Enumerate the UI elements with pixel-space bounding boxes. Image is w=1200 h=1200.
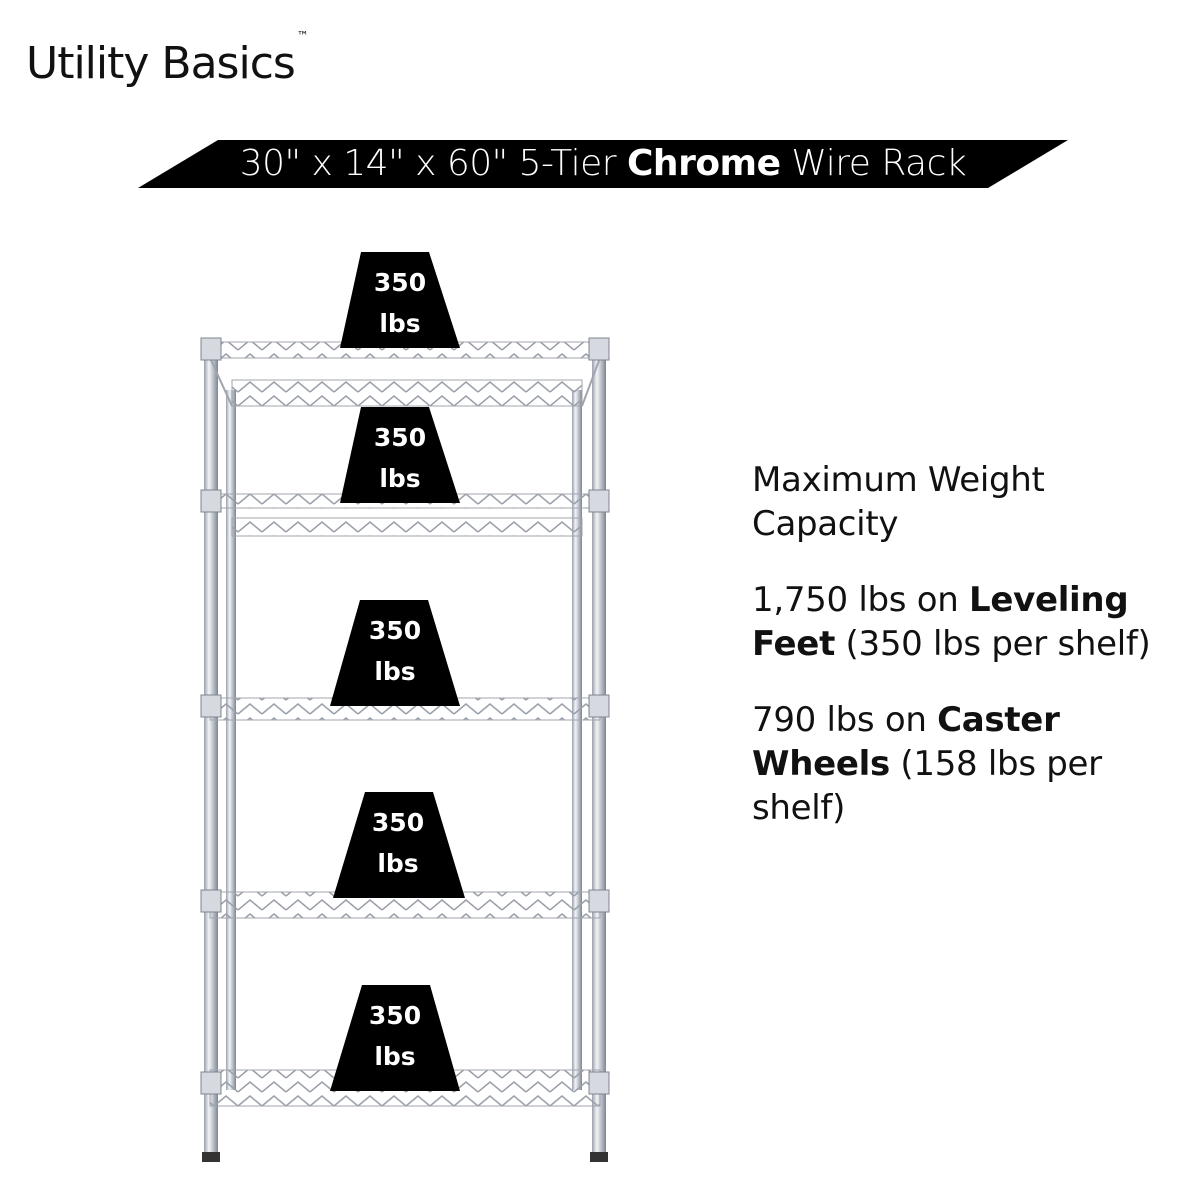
capacity-unit: lbs xyxy=(379,464,421,493)
capacity-value: 350 xyxy=(368,616,422,645)
capacity-value: 350 xyxy=(373,423,427,452)
trapezoid-weight-icon xyxy=(330,600,460,706)
trapezoid-weight-icon xyxy=(333,792,465,898)
title-suffix: Wire Rack xyxy=(780,143,967,184)
title-emphasis: Chrome xyxy=(627,143,781,184)
product-title: 30" x 14" x 60" 5-Tier Chrome Wire Rack xyxy=(138,140,1068,188)
trapezoid-weight-icon xyxy=(340,407,460,503)
shelf-1 xyxy=(209,341,601,407)
casters-bold: Caster Wheels xyxy=(752,700,1060,784)
shelf-capacity-badge-4: 350 lbs xyxy=(333,792,465,898)
specs-heading: Maximum Weight Capacity xyxy=(752,460,1045,544)
capacity-value: 350 xyxy=(373,268,427,297)
casters-tail: (158 lbs per shelf) xyxy=(752,744,1102,828)
capacity-unit: lbs xyxy=(377,849,419,878)
capacity-unit: lbs xyxy=(374,657,416,686)
shelf-capacity-badge-5: 350 lbs xyxy=(330,985,460,1091)
casters-lead: 790 lbs on xyxy=(752,700,938,740)
weight-capacity-specs: Maximum Weight Capacity 1,750 lbs on Lev… xyxy=(752,458,1172,862)
trapezoid-weight-icon xyxy=(330,985,460,1091)
title-prefix: 30" x 14" x 60" 5-Tier xyxy=(239,143,628,184)
leveling-feet-spec: 1,750 lbs on Leveling Feet (350 lbs per … xyxy=(752,578,1172,666)
capacity-unit: lbs xyxy=(379,309,421,338)
brand-logo: Utility Basics™ xyxy=(26,29,309,89)
brand-name: Utility Basics xyxy=(26,38,296,89)
shelf-capacity-badge-3: 350 lbs xyxy=(330,600,460,706)
capacity-value: 350 xyxy=(368,1001,422,1030)
shelf-capacity-badge-1: 350 lbs xyxy=(335,252,465,348)
leveling-bold: Leveling Feet xyxy=(752,580,1129,664)
product-title-banner: 30" x 14" x 60" 5-Tier Chrome Wire Rack xyxy=(138,140,1068,188)
shelf-capacity-badge-2: 350 lbs xyxy=(335,407,465,503)
shelf-4 xyxy=(209,891,601,919)
capacity-unit: lbs xyxy=(374,1042,416,1071)
leveling-tail: (350 lbs per shelf) xyxy=(835,624,1151,664)
caster-wheels-spec: 790 lbs on Caster Wheels (158 lbs per sh… xyxy=(752,698,1172,830)
trademark-symbol: ™ xyxy=(296,29,309,44)
trapezoid-weight-icon xyxy=(340,252,460,348)
banner-parallelogram-shape xyxy=(138,140,1068,188)
leveling-lead: 1,750 lbs on xyxy=(752,580,969,620)
capacity-value: 350 xyxy=(371,808,425,837)
